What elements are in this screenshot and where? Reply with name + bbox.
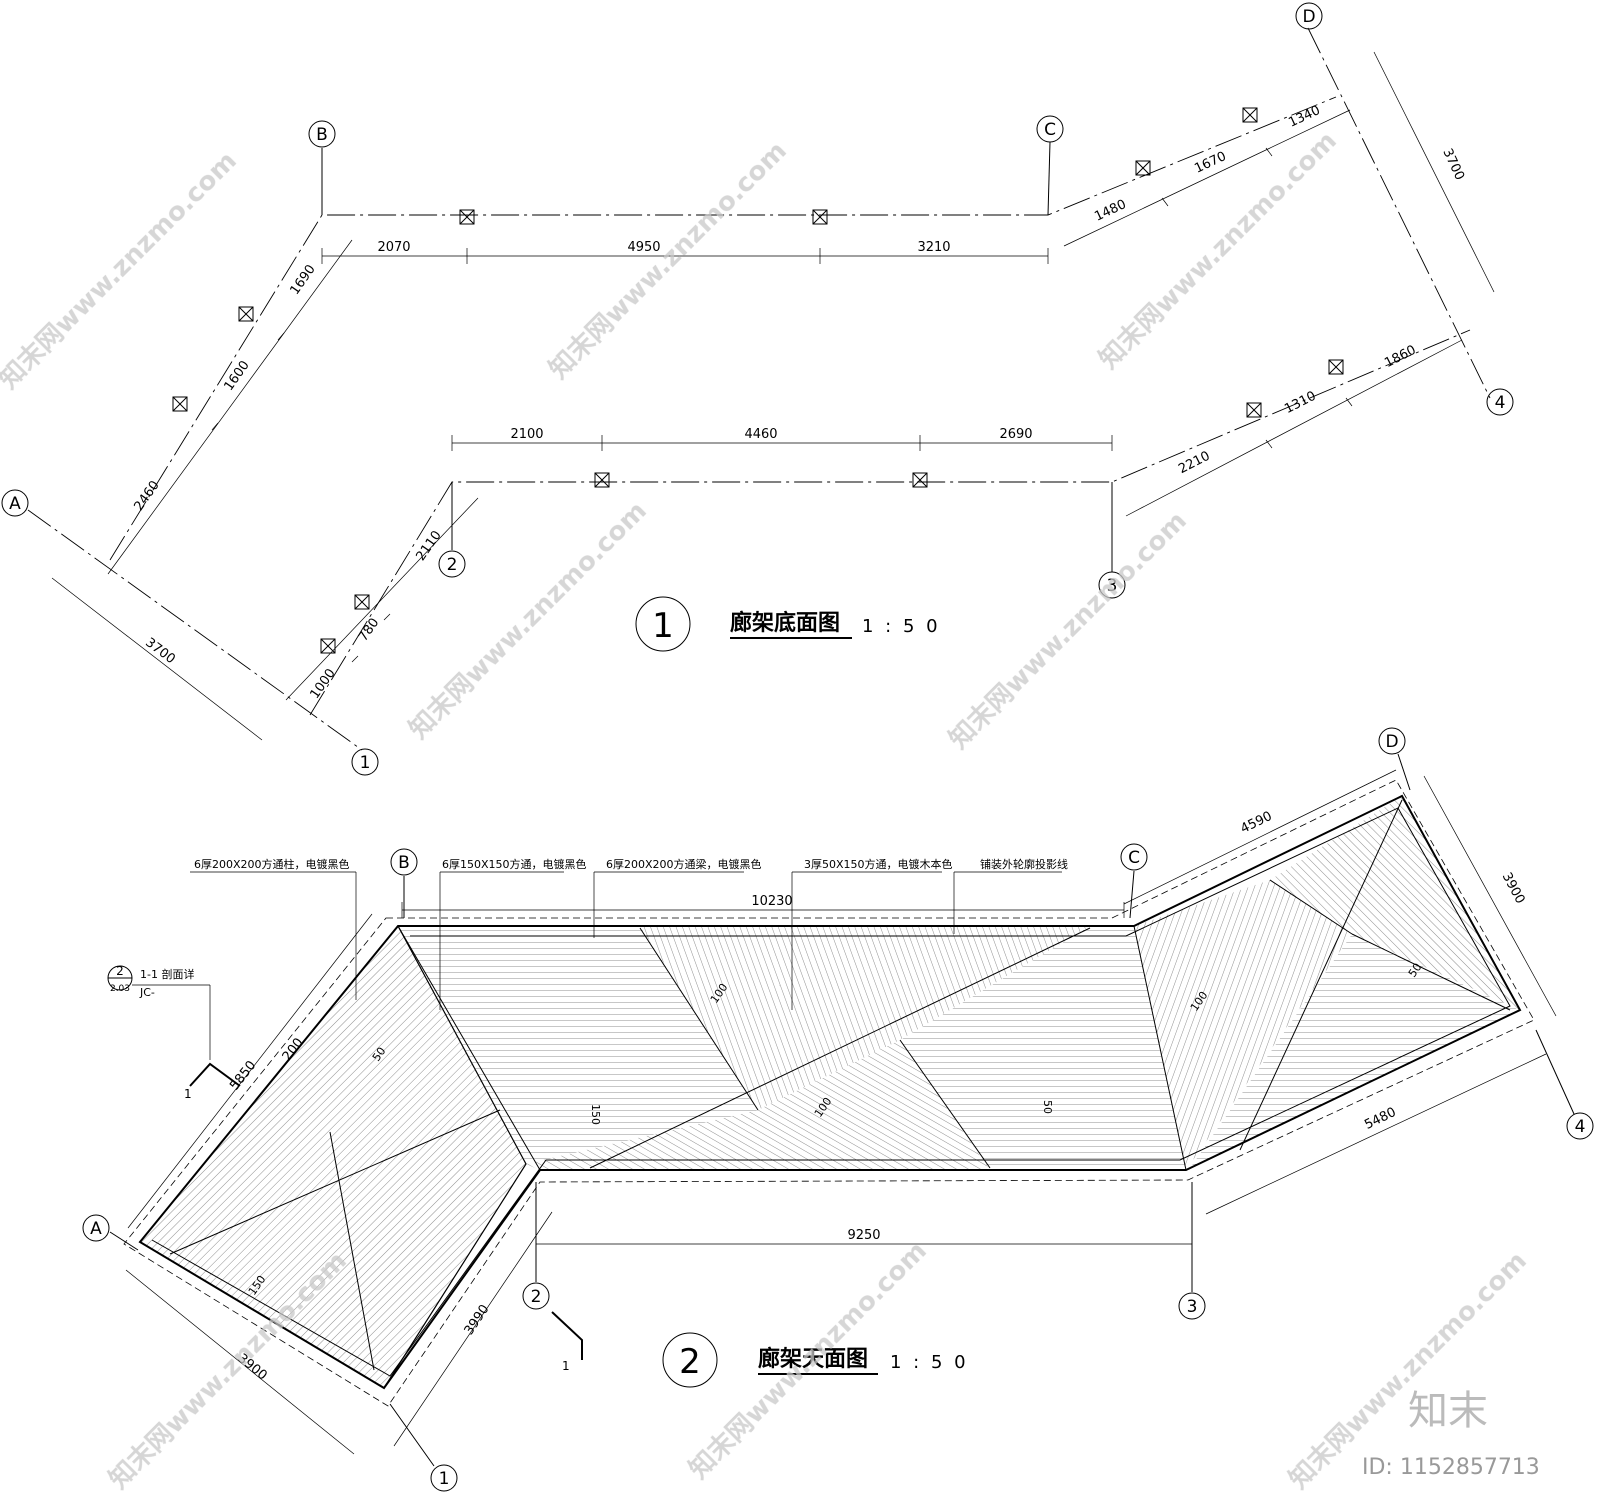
plan1-dim-bottom-mid: 4460 (744, 427, 777, 442)
plan2-dim-left-inner-end: 3990 (462, 1302, 493, 1338)
plan2-note-column: 6厚200X200方通柱，电镀黑色 (194, 857, 350, 871)
plan1-dim-right-bot-c: 1860 (1382, 343, 1418, 371)
watermark-brand: 知末 (1408, 1388, 1488, 1434)
plan1-dim-inner-b: 780 (356, 616, 383, 645)
plan1-axis-3: 3 (1107, 576, 1118, 596)
plan1-axis-C-leader (1047, 141, 1051, 216)
plan1-axis-bubbles: B C D A 2 3 1 4 (1, 2, 1514, 776)
watermark-4: 知末网www.znzmo.com (404, 496, 653, 745)
plan1-scale: 1 : 5 0 (862, 616, 941, 637)
plan1-axis-2: 2 (447, 555, 458, 575)
plan1-dim-top-left: 2070 (377, 240, 410, 255)
plan1-dim-right-bot-a: 2210 (1176, 449, 1212, 477)
plan1-outer-centerline (109, 96, 1337, 561)
plan2-slat-label-5: 50 (1041, 1100, 1054, 1114)
plan2-section-mark-right: 1 (562, 1359, 570, 1373)
plan1-dim-top-mid: 4950 (627, 240, 660, 255)
plan1-dim-inner-c: 1000 (307, 666, 338, 702)
plan2-section-callout: 2 2.03 1-1 剖面详 JC- 1 1 (107, 964, 583, 1373)
plan2-roof-slats (139, 796, 1520, 1389)
plan1-dim-left-bottom: 2460 (131, 478, 162, 514)
plan1-dim-bottom-right: 2690 (999, 427, 1032, 442)
plan1-axis-D: D (1302, 7, 1315, 27)
plan-1-base-view: 2070 4950 3210 2100 4460 2690 1690 1600 … (1, 2, 1514, 776)
plan1-axis-A: A (9, 494, 21, 514)
plan2-axis-B: B (398, 853, 410, 873)
plan1-dim-right-top-a: 1480 (1092, 197, 1128, 225)
plan1-end-line-D4 (1307, 27, 1491, 399)
plan2-section-label: 1-1 剖面详 (140, 967, 194, 981)
plan1-inner-centerline (309, 329, 1471, 716)
plan2-dim-top: 10230 (751, 894, 792, 909)
plan1-axis-4: 4 (1495, 393, 1506, 413)
plan1-axis-B: B (316, 125, 328, 145)
plan1-dim-bottom-left: 2100 (510, 427, 543, 442)
plan2-section-code: JC- (139, 986, 155, 999)
plan2-beam-frame (138, 794, 1522, 1390)
plan1-dim-right-bot-b: 1310 (1282, 389, 1318, 417)
plan2-axis-bubbles: B C D A 2 3 1 4 (82, 727, 1594, 1492)
plan2-dim-bottom: 9250 (847, 1228, 880, 1243)
plan2-dim-right-end: 3900 (1499, 870, 1528, 906)
plan2-dim-left-outer: 5850 (227, 1058, 259, 1093)
plan2-axis-4: 4 (1575, 1117, 1586, 1137)
plan2-notes: 6厚200X200方通柱，电镀黑色 6厚150X150方通，电镀黑色 6厚200… (190, 857, 1068, 1010)
plan1-axis-1: 1 (360, 753, 371, 773)
plan1-dim-left-end: 3700 (142, 635, 177, 667)
plan2-note-outline: 铺装外轮廓投影线 (980, 857, 1068, 871)
plan1-dim-right-end: 3700 (1439, 146, 1467, 182)
plan2-note-slat: 3厚50X150方通，电镀木本色 (804, 857, 953, 871)
plan2-title: 廊架天面图 (758, 1346, 868, 1372)
plan1-columns (172, 107, 1344, 654)
plan2-number: 2 (679, 1342, 701, 1382)
plan1-axis-C: C (1044, 120, 1056, 140)
watermark-2: 知末网www.znzmo.com (544, 136, 793, 385)
plan2-note-beam200: 6厚200X200方通梁，电镀黑色 (606, 857, 762, 871)
watermark-id: ID: 1152857713 (1362, 1455, 1540, 1480)
plan2-section-mark-left: 1 (184, 1087, 192, 1101)
plan1-end-line-A1 (27, 509, 363, 751)
plan2-axis-3: 3 (1187, 1297, 1198, 1317)
plan1-dim-left-mid: 1600 (221, 358, 252, 394)
plan2-dim-right-bottom: 5480 (1362, 1105, 1398, 1133)
plan2-axis-A: A (90, 1219, 102, 1239)
plan2-section-num: 2 (116, 964, 124, 978)
plan2-axis-2: 2 (531, 1287, 542, 1307)
plan2-note-beam150: 6厚150X150方通，电镀黑色 (442, 857, 587, 871)
plan2-section-sheet: 2.03 (110, 984, 130, 994)
watermark-5: 知末网www.znzmo.com (944, 506, 1193, 755)
watermark-1: 知末网www.znzmo.com (0, 146, 243, 395)
plan-2-roof-view: 50 100 150 100 50 100 50 150 6厚200X200方通… (82, 727, 1594, 1492)
plan1-dim-top-right: 3210 (917, 240, 950, 255)
plan1-title: 廊架底面图 (730, 610, 840, 636)
plan2-title-block: 2 廊架天面图 1 : 5 0 (662, 1332, 969, 1388)
plan2-scale: 1 : 5 0 (890, 1352, 969, 1373)
plan1-dim-right-top-c: 1340 (1286, 103, 1322, 131)
plan2-paving-outline (123, 779, 1535, 1407)
plan2-axis-1: 1 (439, 1469, 450, 1489)
plan2-axis-C: C (1128, 848, 1140, 868)
plan1-title-block: 1 廊架底面图 1 : 5 0 (635, 596, 941, 652)
plan2-slat-label-3: 150 (589, 1104, 602, 1125)
plan1-number: 1 (652, 606, 674, 646)
plan2-axis-D: D (1385, 732, 1398, 752)
